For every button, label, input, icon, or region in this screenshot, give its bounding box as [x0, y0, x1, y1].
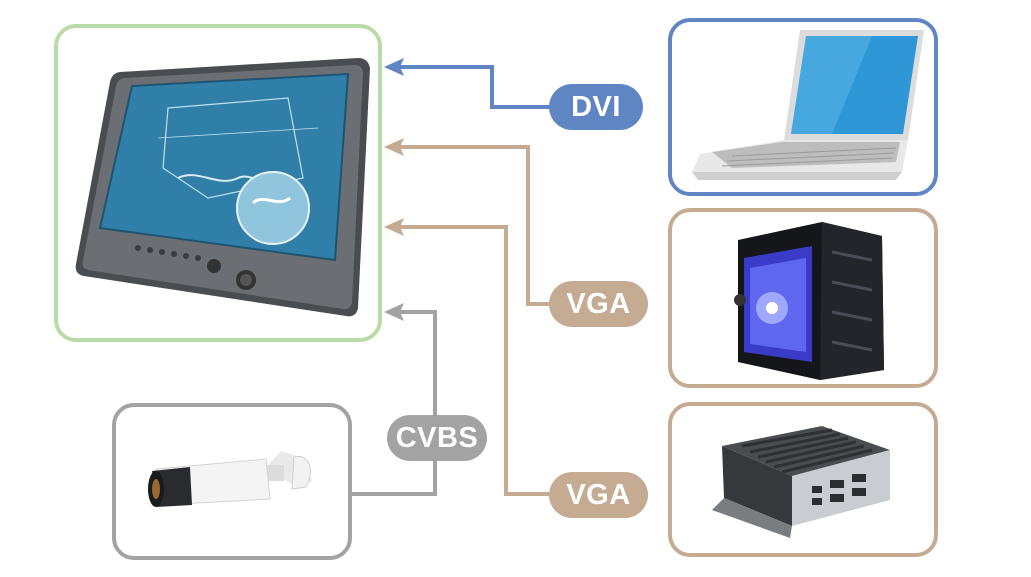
desktop-tower-icon — [734, 222, 884, 380]
dvi-arrowhead — [384, 58, 404, 76]
vga-top-connector — [398, 145, 549, 306]
vga-top-arrowhead — [384, 138, 404, 156]
dvi-label: DVI — [549, 84, 643, 130]
cvbs-arrowhead — [384, 303, 404, 321]
cvbs-connector — [352, 310, 437, 496]
cvbs-label: CVBS — [387, 415, 487, 461]
vga-top-label: VGA — [549, 281, 648, 327]
vga-bottom-connector — [398, 225, 549, 496]
desktop-box — [668, 208, 938, 388]
monitor-box — [54, 24, 382, 342]
embedded-box-pc-icon — [712, 426, 890, 538]
camera-box — [112, 403, 352, 560]
bullet-camera-icon — [148, 451, 312, 507]
vga-bottom-label: VGA — [549, 472, 648, 518]
touchscreen-monitor-icon — [75, 58, 370, 317]
laptop-box — [668, 18, 938, 196]
vga-bottom-arrowhead — [384, 218, 404, 236]
dvi-connector — [398, 65, 549, 109]
boxpc-box — [668, 402, 938, 557]
laptop-icon — [692, 30, 924, 180]
